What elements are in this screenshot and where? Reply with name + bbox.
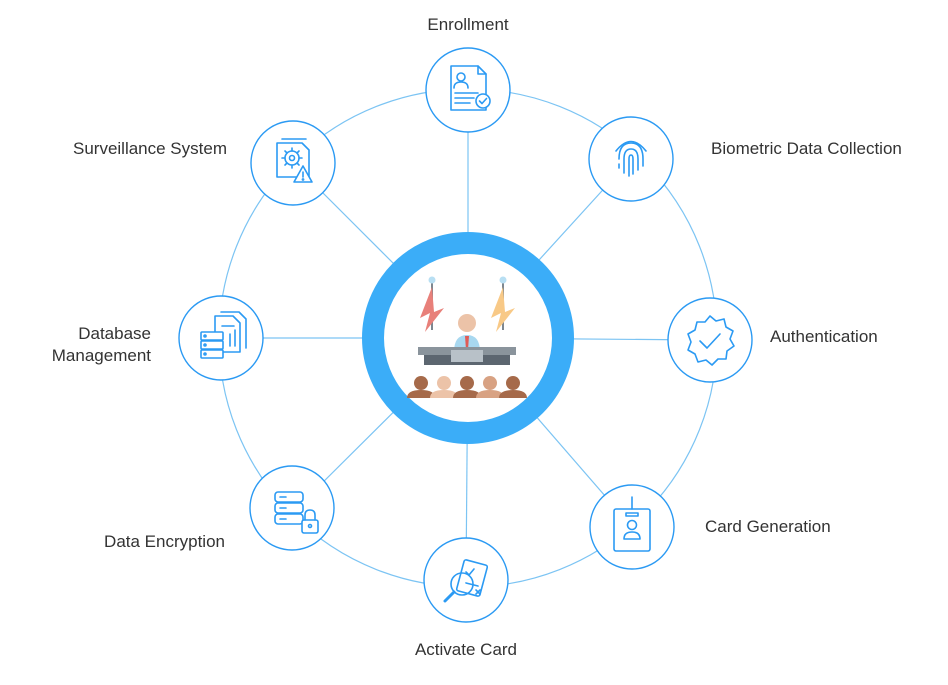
press-conference-icon [407,276,527,398]
node-data-encryption[interactable] [249,465,335,551]
label-database-management-line2: Management [51,346,151,365]
label-database-management: Database Management [0,323,151,367]
label-database-management-line1: Database [78,324,151,343]
gear-warning-icon [276,138,313,183]
node-card-generation[interactable] [589,484,675,570]
document-check-icon [450,65,491,111]
fingerprint-icon [615,140,647,177]
database-lock-icon [274,491,319,534]
label-card-generation: Card Generation [705,517,831,536]
node-activate-card[interactable] [423,537,509,623]
label-biometric-data-collection: Biometric Data Collection [711,139,902,158]
node-biometric[interactable] [588,116,674,202]
node-surveillance[interactable] [250,120,336,206]
id-badge-icon [613,496,651,552]
label-data-encryption: Data Encryption [104,532,225,551]
magnifier-checklist-icon [443,559,489,603]
node-enrollment[interactable] [425,47,511,133]
node-authentication[interactable] [667,297,753,383]
label-activate-card: Activate Card [414,640,518,659]
verified-badge-icon [687,315,735,366]
label-enrollment: Enrollment [427,15,509,34]
label-surveillance-system: Surveillance System [72,139,227,158]
label-authentication: Authentication [770,327,878,346]
server-document-icon [200,311,247,359]
